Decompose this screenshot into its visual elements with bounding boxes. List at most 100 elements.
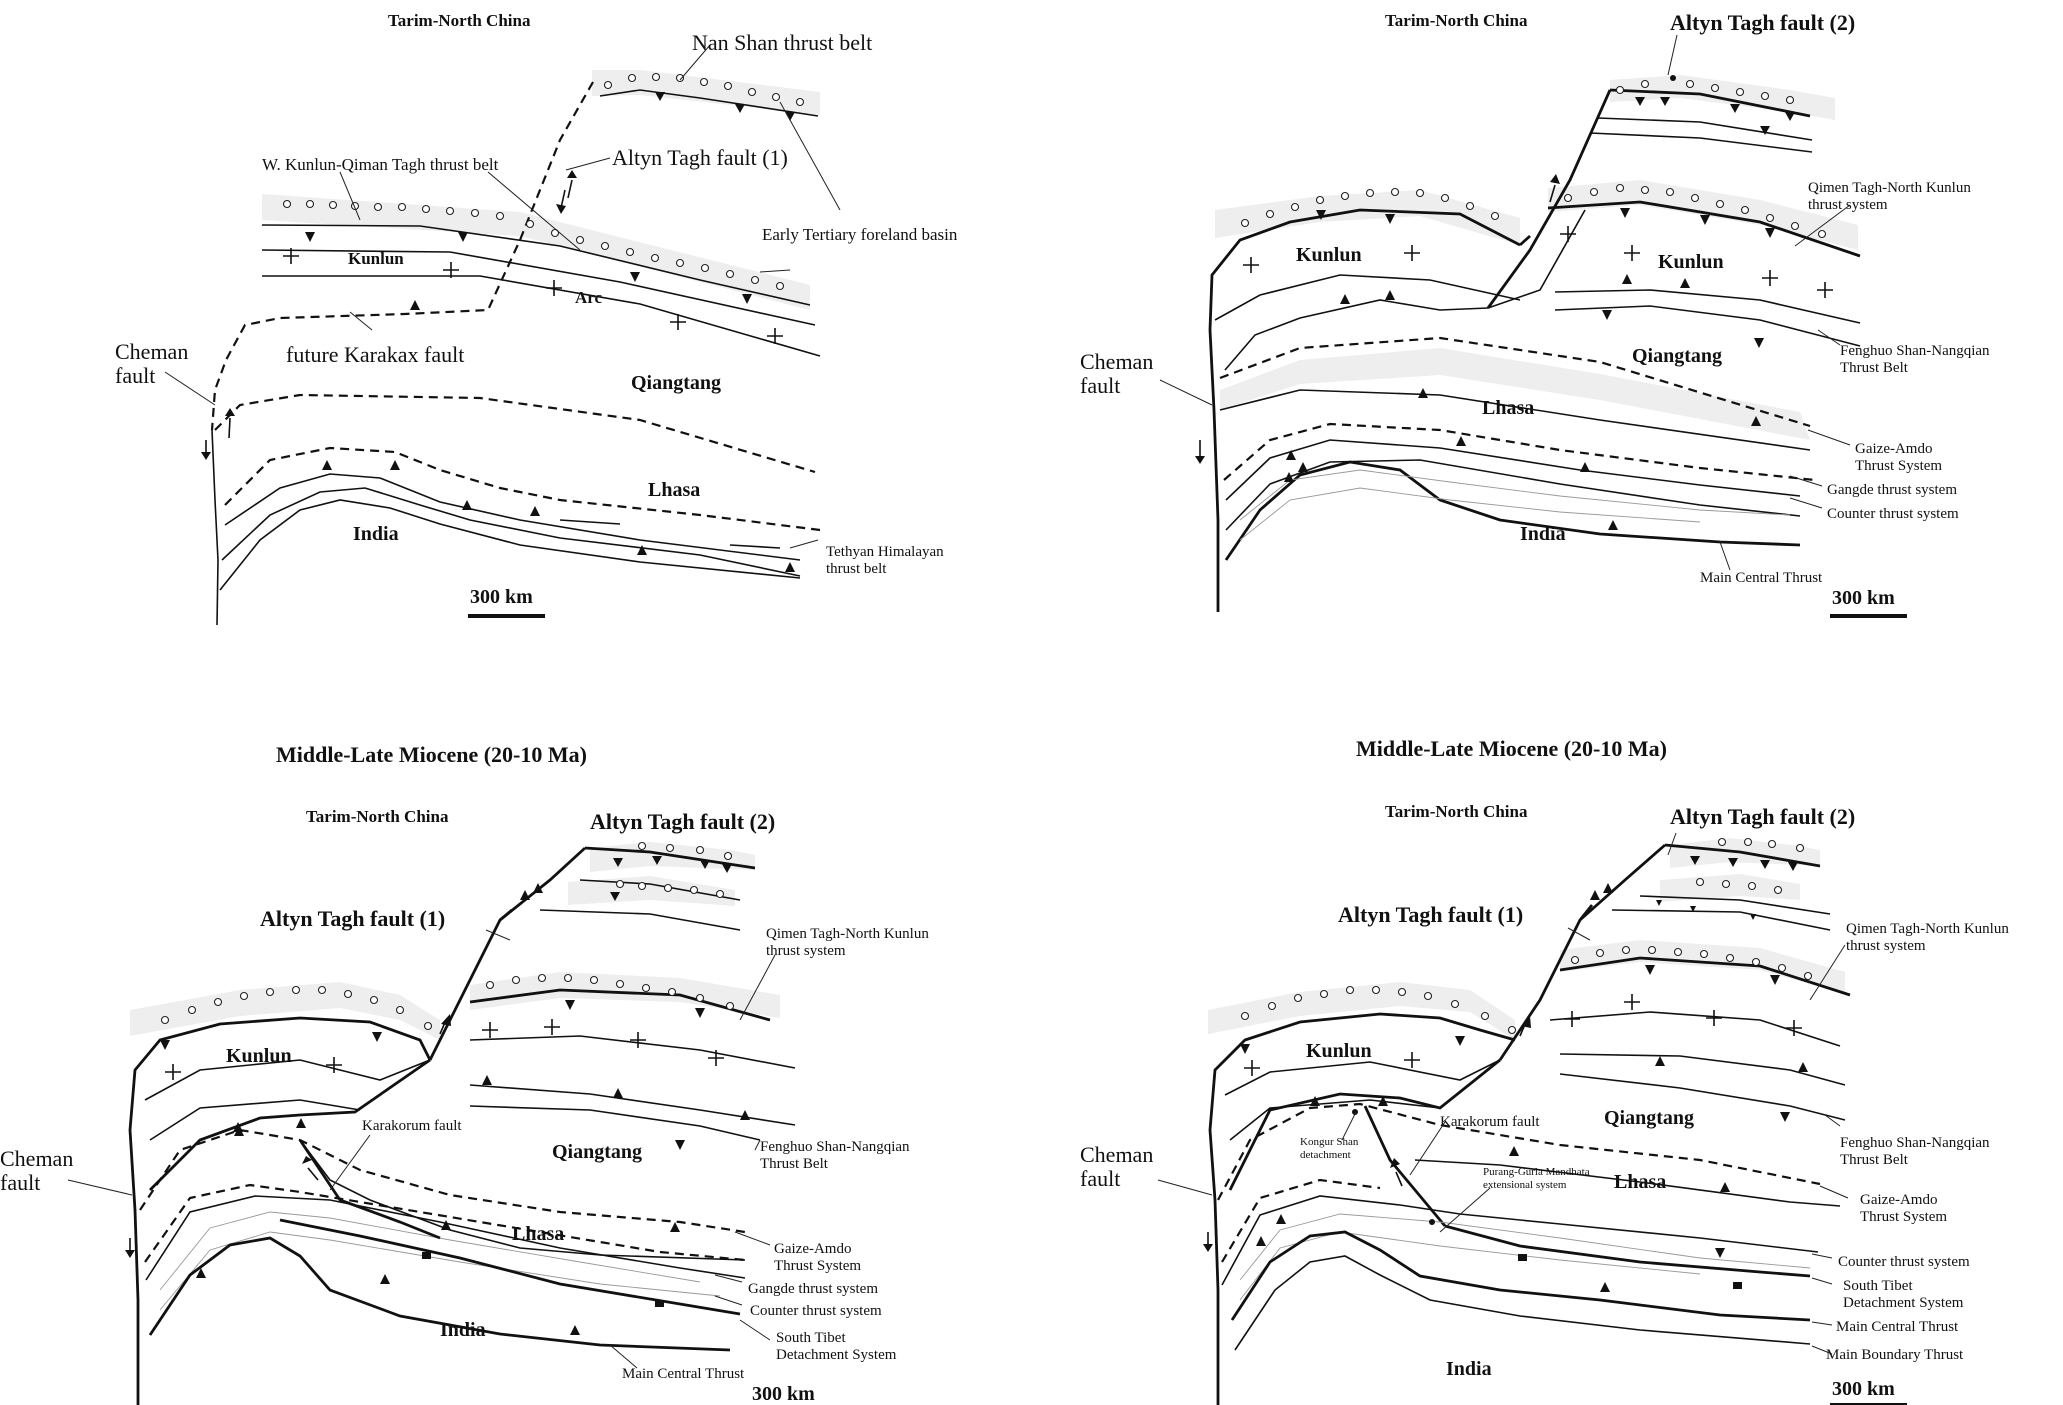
- qiangtang-label: Qiangtang: [1604, 1107, 1694, 1129]
- tethyan-segment: [729, 544, 781, 549]
- qiangtang-label: Qiangtang: [1632, 345, 1722, 367]
- thrust-teeth: [1284, 97, 1795, 530]
- counter-line: [1225, 459, 1801, 531]
- std-thick: [279, 1218, 741, 1316]
- std-label-2: Detachment System: [1843, 1295, 1964, 1311]
- kunlun-inner: [1229, 1099, 1441, 1141]
- cheman-label-1: Cheman: [115, 339, 188, 364]
- leader-lines: [1159, 34, 1851, 571]
- altyn-tagh-1-label: Altyn Tagh fault (1): [612, 145, 788, 170]
- cheman-label-1: Cheman: [0, 1146, 73, 1171]
- india-inner-line: [1239, 469, 1791, 521]
- lhasa-line: [1219, 389, 1811, 451]
- altyn-tagh-2-label: Altyn Tagh fault (2): [1670, 10, 1855, 35]
- fenghuo-label-2: Thrust Belt: [1840, 1152, 1909, 1168]
- kunlun-label: Kunlun: [1306, 1040, 1372, 1062]
- east-kunlun-line: [1547, 200, 1861, 258]
- kongur-label-1: Kongur Shan: [1300, 1136, 1359, 1148]
- east-kunlun-line: [1554, 305, 1861, 347]
- lhasa-south-dashed: [1223, 422, 1816, 482]
- foreland-basin-belt: [1560, 940, 1845, 994]
- strike-slip-arrows: [1203, 1016, 1531, 1252]
- tethyan-label-1: Tethyan Himalayan: [826, 544, 944, 560]
- counter-line: [1239, 1231, 1701, 1301]
- mct-label: Main Central Thrust: [622, 1366, 745, 1382]
- purang-label-2: extensional system: [1483, 1179, 1567, 1191]
- lhasa-south-dashed: [224, 446, 821, 532]
- lhasa-north-dashed: [1219, 336, 1811, 428]
- mbt-line: [1234, 1255, 1811, 1351]
- foreland-label: Early Tertiary foreland basin: [762, 225, 958, 244]
- panel-title: Middle-Late Miocene (20-10 Ma): [276, 742, 587, 767]
- basin-circles: [282, 72, 805, 291]
- kunlun-lines: [1224, 299, 1489, 371]
- gangde-label: Gangde thrust system: [1827, 482, 1957, 498]
- fenghuo-label-1: Fenghuo Shan-Nangqian: [1840, 343, 1990, 359]
- leader-lines: [164, 44, 841, 549]
- kunlun-mid-line: [261, 249, 816, 326]
- kunlun-west-label: Kunlun: [1296, 244, 1362, 266]
- east-kunlun-line: [1559, 1073, 1846, 1121]
- scale-label: 300 km: [1832, 587, 1895, 609]
- panel-2: Tarim-North China Altyn Tagh fault (2) Q…: [1080, 10, 1990, 618]
- foreland-basin-belt: [1215, 190, 1520, 245]
- strike-slip-arrows: [125, 1014, 451, 1258]
- gaize-label-1: Gaize-Amdo: [1855, 441, 1932, 457]
- kunlun-outer-line: [1519, 234, 1531, 247]
- east-kunlun-line: [1554, 289, 1861, 324]
- altyn-tagh-1-label: Altyn Tagh fault (1): [1338, 902, 1523, 927]
- karakorum-branch: [298, 1139, 441, 1240]
- east-kunlun-line: [1559, 956, 1851, 997]
- karakorum-label: Karakorum fault: [362, 1118, 462, 1134]
- fenghuo-label-2: Thrust Belt: [760, 1156, 829, 1172]
- thrust-teeth: [305, 92, 795, 572]
- altyn-tagh-fault-1-trace: [210, 81, 594, 431]
- arc-label: Arc: [575, 288, 603, 307]
- plus-signs: [165, 1019, 724, 1080]
- strike-slip-arrows: [201, 170, 577, 460]
- strike-slip-arrows: [1195, 75, 1676, 464]
- lhasa-south: [1221, 1195, 1819, 1286]
- counter-label: Counter thrust system: [750, 1303, 882, 1319]
- qimen-label-1: Qimen Tagh-North Kunlun: [1846, 921, 2009, 937]
- purang-label-1: Purang-Gurla Mandhata: [1483, 1166, 1590, 1178]
- cheman-fault-trace: [1208, 1012, 1516, 1405]
- qimen-label-1: Qimen Tagh-North Kunlun: [1808, 180, 1971, 196]
- counter-line: [1239, 1213, 1811, 1281]
- thrust-teeth: [1240, 856, 1808, 1292]
- india-label: India: [1520, 523, 1566, 545]
- fenghuo-label-2: Thrust Belt: [1840, 360, 1909, 376]
- altyn-tagh-fault-1-trace: [1498, 904, 1594, 1061]
- qimen-label-2: thrust system: [1808, 197, 1888, 213]
- counter-label: Counter thrust system: [1827, 506, 1959, 522]
- gaize-label-2: Thrust System: [1860, 1209, 1947, 1225]
- north-block-line: [1597, 117, 1813, 141]
- qiangtang-label: Qiangtang: [631, 372, 721, 394]
- lhasa-north-dashed: [1217, 1102, 1821, 1201]
- w-kunlun-label: W. Kunlun-Qiman Tagh thrust belt: [262, 155, 499, 174]
- std-label-2: Detachment System: [776, 1347, 897, 1363]
- lhasa-south-dashed: [1221, 1178, 1381, 1263]
- qimen-label-1: Qimen Tagh-North Kunlun: [766, 926, 929, 942]
- mct-line: [148, 1236, 731, 1352]
- foreland-basin-belt: [1208, 982, 1515, 1040]
- north-block-line: [1611, 909, 1831, 931]
- scale-label: 300 km: [752, 1383, 815, 1405]
- altyn-tagh-2-label: Altyn Tagh fault (2): [1670, 804, 1855, 829]
- altyn-offset: [1487, 209, 1586, 309]
- cheman-label-2: fault: [0, 1170, 40, 1195]
- mct-line: [1224, 460, 1801, 561]
- kongur-label-2: detachment: [1300, 1149, 1351, 1161]
- north-block-line: [1639, 895, 1831, 915]
- panel-3: Middle-Late Miocene (20-10 Ma) Tarim-Nor…: [0, 742, 929, 1405]
- india-label: India: [1446, 1358, 1492, 1380]
- kunlun-inner: [149, 1099, 361, 1141]
- basin-circles: [1240, 837, 1813, 1035]
- kunlun-north-boundary: [261, 224, 811, 306]
- qimen-label-2: thrust system: [766, 943, 846, 959]
- thrust-teeth: [160, 856, 750, 1335]
- lhasa-line: [1414, 1159, 1841, 1207]
- nan-shan-label: Nan Shan thrust belt: [692, 30, 872, 55]
- gaize-label-1: Gaize-Amdo: [774, 1241, 851, 1257]
- east-kunlun-line: [1559, 1053, 1846, 1086]
